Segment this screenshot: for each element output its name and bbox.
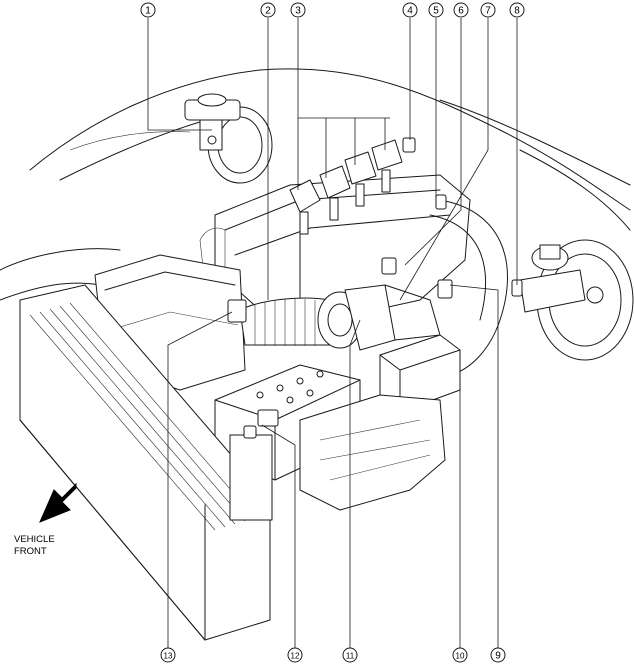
callout-10: 10 <box>452 647 468 663</box>
callout-number: 6 <box>458 6 464 17</box>
callout-6: 6 <box>453 2 469 18</box>
direction-arrow-icon <box>39 482 77 523</box>
callout-1: 1 <box>140 2 156 18</box>
radiator <box>19 284 273 641</box>
callout-number: 12 <box>291 652 300 661</box>
ignition-coils <box>289 139 403 235</box>
callout-5: 5 <box>428 2 444 18</box>
callout-8: 8 <box>509 2 525 18</box>
callout-4: 4 <box>402 2 418 18</box>
callout-number: 8 <box>514 6 520 17</box>
vehicle-label-line1: VEHICLE <box>14 534 55 545</box>
transmission-case <box>299 394 446 511</box>
callout-number: 13 <box>164 652 173 661</box>
callout-7: 7 <box>480 2 496 18</box>
callout-9: 9 <box>490 647 506 663</box>
vehicle-front-indicator: VEHICLE FRONT <box>14 482 77 557</box>
callout-2: 2 <box>260 2 276 18</box>
intake-duct <box>239 291 363 349</box>
callout-number: 4 <box>407 6 413 17</box>
callout-number: 3 <box>295 6 301 17</box>
callout-11: 11 <box>342 647 358 663</box>
vehicle-body-outline <box>0 68 631 301</box>
callout-number: 7 <box>485 6 491 17</box>
connector-parts <box>227 299 279 439</box>
callout-number: 5 <box>433 6 439 17</box>
vehicle-label-line2: FRONT <box>14 546 47 557</box>
throttle-body <box>344 284 441 351</box>
callout-number: 2 <box>265 6 271 17</box>
callout-3: 3 <box>290 2 306 18</box>
callout-number: 10 <box>456 652 465 661</box>
callout-number: 9 <box>495 651 501 662</box>
leader-lines <box>147 18 518 648</box>
sensor-parts <box>381 137 523 299</box>
brake-master-cylinder-right <box>519 239 634 361</box>
callout-12: 12 <box>287 647 303 663</box>
callout-number: 11 <box>346 652 355 661</box>
callout-13: 13 <box>160 647 176 663</box>
brake-master-cylinder-left <box>184 93 273 184</box>
callout-number: 1 <box>145 6 151 17</box>
